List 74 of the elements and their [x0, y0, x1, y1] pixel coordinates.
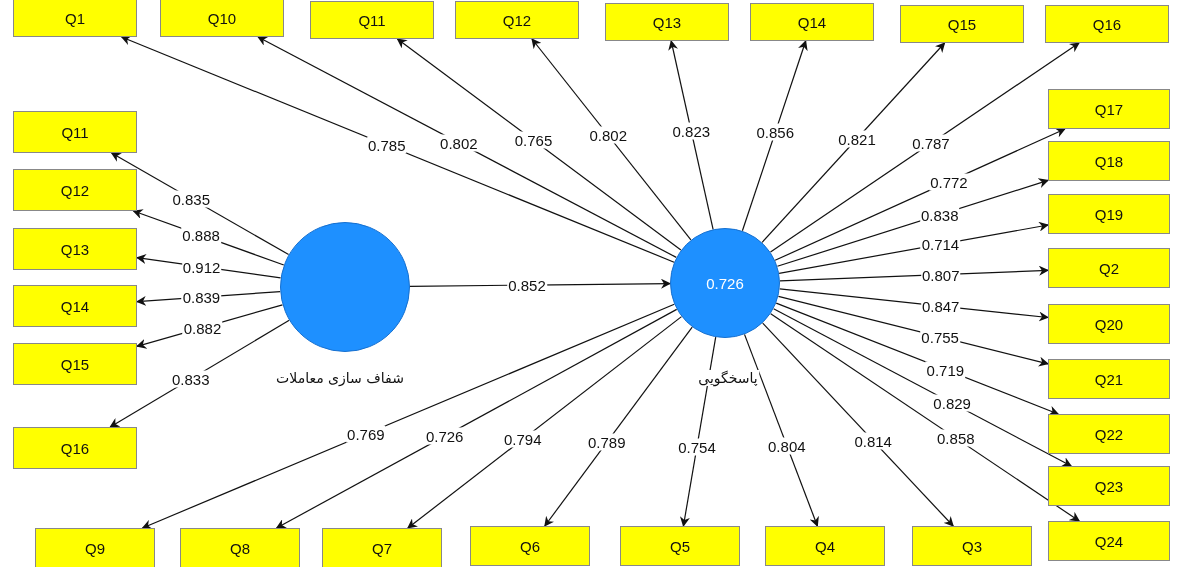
- loading-label: 0.802: [588, 126, 629, 144]
- indicator-box: Q2: [1048, 248, 1170, 288]
- indicator-box: Q7: [322, 528, 442, 567]
- arrow: [769, 42, 1080, 253]
- indicator-box: Q19: [1048, 194, 1170, 234]
- loading-label: 0.888: [181, 226, 221, 244]
- arrow: [761, 42, 946, 243]
- arrow: [762, 322, 954, 527]
- arrow: [407, 316, 683, 529]
- arrow: [275, 308, 678, 529]
- arrow: [396, 38, 682, 251]
- loading-label: 0.856: [755, 123, 796, 141]
- indicator-box: Q12: [455, 1, 579, 39]
- indicator-box: Q3: [912, 526, 1032, 566]
- arrow: [741, 40, 808, 232]
- indicator-box: Q13: [605, 3, 729, 41]
- loading-label: 0.787: [911, 134, 951, 152]
- loading-label: 0.755: [920, 328, 960, 346]
- arrow: [544, 326, 693, 527]
- indicator-box: Q18: [1048, 141, 1170, 181]
- loading-label: 0.726: [424, 427, 465, 445]
- arrow: [257, 36, 677, 258]
- loading-label: 0.769: [346, 425, 386, 443]
- arrow: [743, 333, 819, 527]
- arrow: [668, 40, 714, 230]
- indicator-box: Q4: [765, 526, 885, 566]
- indicator-box: Q20: [1048, 304, 1170, 344]
- indicator-box: Q12: [13, 169, 137, 211]
- construct-label: شفاف سازی معاملات: [274, 370, 406, 386]
- loading-label: 0.858: [936, 429, 976, 447]
- indicator-box: Q22: [1048, 414, 1170, 454]
- loading-label: 0.804: [767, 437, 807, 455]
- arrow: [773, 308, 1073, 467]
- indicator-box: Q14: [750, 3, 874, 41]
- loading-label: 0.882: [182, 319, 223, 337]
- indicator-box: Q10: [160, 0, 284, 37]
- loading-label: 0.823: [671, 122, 712, 140]
- indicator-box: Q17: [1048, 89, 1170, 129]
- construct-label: پاسخگویی: [696, 370, 760, 386]
- loading-label: 0.765: [513, 131, 554, 149]
- loading-label: 0.835: [171, 190, 211, 208]
- loading-label: 0.802: [439, 134, 479, 152]
- arrow: [120, 35, 675, 263]
- indicator-box: Q9: [35, 528, 155, 567]
- indicator-box: Q16: [1045, 5, 1169, 43]
- arrow: [141, 303, 675, 530]
- indicator-box: Q24: [1048, 521, 1170, 561]
- indicator-box: Q5: [620, 526, 740, 566]
- loading-label: 0.794: [503, 430, 543, 448]
- loading-label: 0.719: [925, 361, 966, 379]
- indicator-box: Q13: [13, 228, 137, 270]
- indicator-box: Q11: [13, 111, 137, 153]
- arrow: [531, 38, 692, 241]
- indicator-box: Q6: [470, 526, 590, 566]
- indicator-box: Q1: [13, 0, 137, 37]
- loading-label: 0.814: [853, 432, 893, 450]
- indicator-box: Q23: [1048, 466, 1170, 506]
- indicator-box: Q14: [13, 285, 137, 327]
- indicator-box: Q11: [310, 1, 434, 39]
- loading-label: 0.772: [929, 173, 969, 190]
- indicator-box: Q21: [1048, 359, 1170, 399]
- loading-label: 0.829: [932, 394, 972, 412]
- indicator-box: Q15: [13, 343, 137, 385]
- loading-label: 0.821: [837, 130, 877, 148]
- indicator-box: Q15: [900, 5, 1024, 43]
- construct-circle: 0.726: [670, 228, 780, 338]
- indicator-box: Q8: [180, 528, 300, 567]
- loading-label: 0.833: [170, 370, 211, 388]
- arrow: [770, 313, 1081, 522]
- loading-label: 0.785: [367, 136, 407, 154]
- loading-label: 0.789: [586, 434, 627, 451]
- indicator-box: Q16: [13, 427, 137, 469]
- loading-label: 0.754: [677, 438, 717, 456]
- loading-label: 0.838: [920, 206, 960, 224]
